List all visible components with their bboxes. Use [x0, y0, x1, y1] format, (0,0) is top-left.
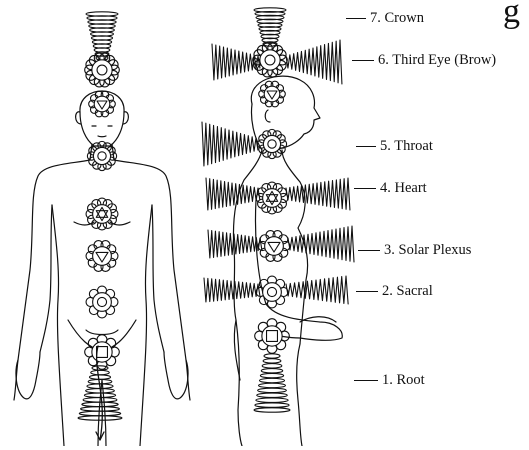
front-solar-plexus-chakra-ring — [93, 247, 112, 266]
label-leader-solar-plexus — [358, 250, 380, 251]
label-leader-third-eye — [352, 60, 374, 61]
side-body-outline — [233, 76, 342, 446]
side-root-spiral-turn — [256, 398, 288, 402]
front-root-spiral-turn — [79, 411, 120, 415]
side-throat-chakra-ring — [263, 135, 280, 152]
front-root-chakra — [85, 335, 120, 370]
heading-fragment: g — [503, 0, 520, 30]
side-sacral-coil-back — [204, 278, 260, 302]
front-chakra-symbols — [85, 53, 120, 369]
side-root-spiral-turn — [263, 359, 281, 363]
side-solar-coil-front — [288, 226, 354, 262]
label-sacral: 2. Sacral — [382, 284, 433, 299]
side-sacral-chakra-ring — [263, 283, 282, 302]
front-root-spiral-turn — [89, 375, 110, 379]
label-leader-throat — [356, 146, 376, 147]
label-third-eye: 6. Third Eye (Brow) — [378, 53, 496, 68]
side-root-spiral-turn — [254, 408, 290, 412]
front-sacral-chakra-ring — [93, 293, 112, 312]
side-root-spiral-turn — [259, 378, 284, 382]
side-sacral-chakra — [256, 276, 288, 308]
label-throat: 5. Throat — [380, 139, 433, 154]
side-root-spiral-turn — [255, 403, 289, 407]
side-root-chakra-ring — [262, 326, 282, 346]
side-brow-coil-back — [212, 44, 260, 80]
side-root-spiral-turn — [257, 393, 288, 397]
front-brow-chakra — [89, 91, 116, 117]
front-root-spiral — [78, 366, 122, 420]
front-root-chakra-ring — [92, 342, 112, 362]
label-leader-crown — [346, 18, 366, 19]
front-root-spiral-turn — [91, 370, 110, 374]
label-heart: 4. Heart — [380, 181, 427, 196]
side-root-chakra — [255, 319, 290, 354]
side-heart-chakra — [256, 182, 288, 214]
side-root-spiral-turn — [258, 388, 287, 392]
side-root-spiral-turn — [262, 364, 282, 368]
side-crown-chakra-ring — [260, 50, 280, 70]
side-root-spiral-turn — [264, 354, 280, 358]
side-brow-chakra — [259, 81, 286, 107]
side-throat-coil-back — [202, 122, 258, 166]
side-sacral-coil-front — [286, 276, 348, 304]
label-crown: 7. Crown — [370, 11, 424, 26]
side-heart-coil-back — [206, 178, 260, 210]
label-leader-root — [354, 380, 378, 381]
front-throat-chakra-ring — [93, 147, 110, 164]
front-crown-spiral — [86, 12, 118, 60]
side-solar-plexus-chakra-ring — [265, 237, 284, 256]
side-solar-plexus-chakra — [258, 231, 290, 262]
side-heart-coil-front — [286, 178, 350, 210]
side-root-spiral-turn — [261, 369, 282, 373]
front-crown-chakra-ring — [92, 60, 112, 80]
front-crown-chakra — [85, 53, 120, 87]
side-solar-coil-back — [208, 230, 262, 258]
label-solar-plexus: 3. Solar Plexus — [384, 243, 471, 258]
label-root: 1. Root — [382, 373, 425, 388]
side-root-spiral-turn — [260, 373, 283, 377]
label-leader-sacral — [356, 291, 378, 292]
label-leader-heart — [354, 188, 376, 189]
front-sacral-chakra — [86, 286, 118, 318]
side-root-spiral-turn — [259, 383, 286, 387]
front-heart-chakra — [86, 198, 118, 230]
front-root-spiral-turn — [78, 416, 122, 420]
front-solar-plexus-chakra — [86, 241, 118, 272]
